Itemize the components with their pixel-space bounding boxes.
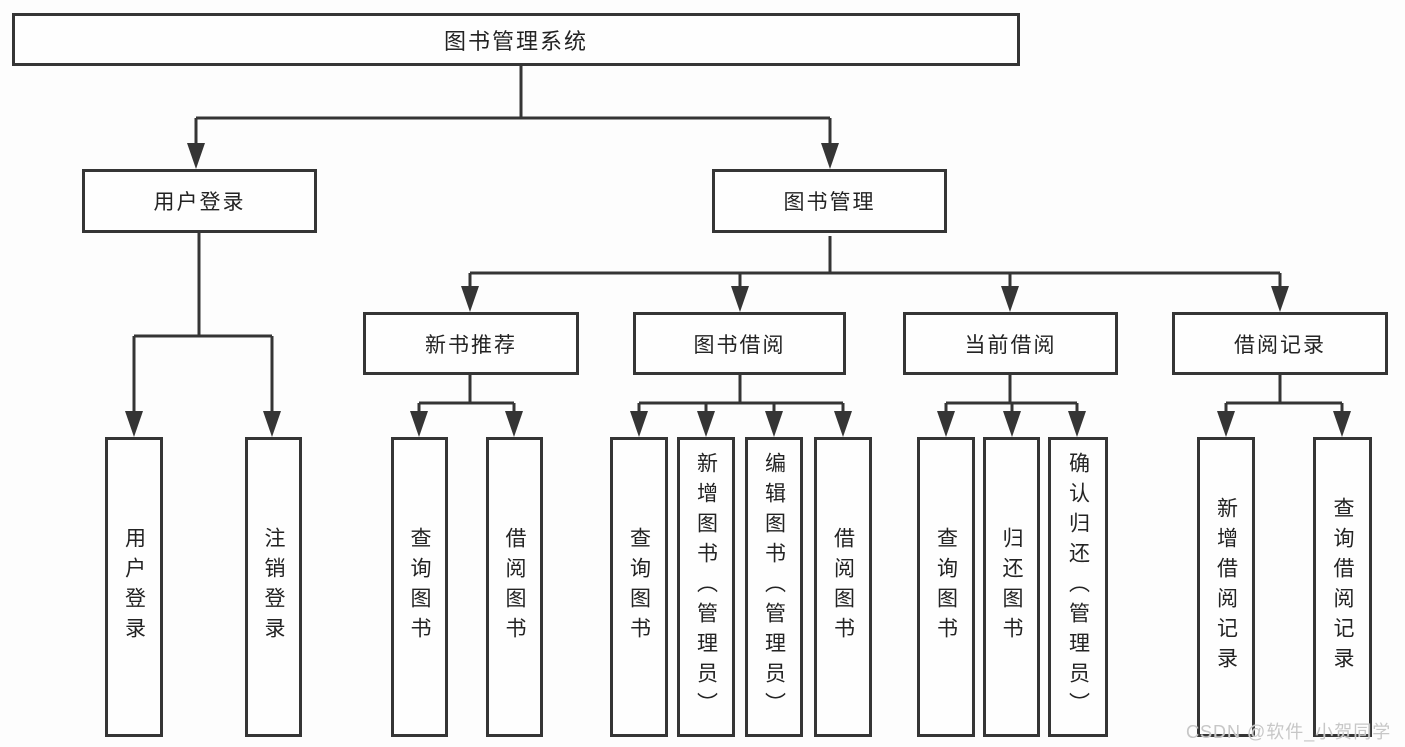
node-book-borrowing-label: 图书借阅 [693,333,786,357]
node-root-label: 图书管理系统 [443,28,588,54]
node-book-management-branch-label: 图书管理 [783,191,876,214]
leaf-borrow-borrow-books: 借阅图书 [814,437,872,737]
leaf-user-login: 用户登录 [105,437,163,737]
leaf-recommend-borrow-books-label: 借阅图书 [503,527,526,647]
node-user-login-branch: 用户登录 [82,169,317,233]
leaf-recommend-borrow-books: 借阅图书 [486,437,543,737]
leaf-recommend-query-books-label: 查询图书 [408,527,431,647]
leaf-records-add-borrow-record-label: 新增借阅记录 [1214,497,1238,677]
leaf-borrow-add-books-admin-label: 新增图书（管理员） [694,452,718,722]
node-current-borrowing: 当前借阅 [903,312,1118,375]
leaf-logout-label: 注销登录 [262,527,285,647]
node-user-login-branch-label: 用户登录 [153,191,246,214]
leaf-records-query-borrow-record-label: 查询借阅记录 [1331,497,1354,677]
leaf-borrow-add-books-admin: 新增图书（管理员） [677,437,735,737]
leaf-borrow-edit-books-admin: 编辑图书（管理员） [745,437,803,737]
leaf-borrow-query-books: 查询图书 [610,437,668,737]
leaf-borrow-query-books-label: 查询图书 [627,527,651,647]
node-borrowing-records: 借阅记录 [1172,312,1388,375]
leaf-logout: 注销登录 [245,437,302,737]
leaf-current-return-books: 归还图书 [983,437,1040,737]
node-book-management-branch: 图书管理 [712,169,947,233]
node-borrowing-records-label: 借阅记录 [1234,333,1326,357]
leaf-borrow-edit-books-admin-label: 编辑图书（管理员） [762,452,786,722]
leaf-current-return-books-label: 归还图书 [1000,527,1023,647]
leaf-records-query-borrow-record: 查询借阅记录 [1313,437,1372,737]
node-root-library-system: 图书管理系统 [12,13,1020,66]
leaf-recommend-query-books: 查询图书 [391,437,448,737]
leaf-borrow-borrow-books-label: 借阅图书 [831,527,855,647]
node-new-book-recommend-label: 新书推荐 [425,333,517,357]
node-book-borrowing: 图书借阅 [633,312,846,375]
leaf-records-add-borrow-record: 新增借阅记录 [1197,437,1255,737]
node-new-book-recommend: 新书推荐 [363,312,579,375]
node-current-borrowing-label: 当前借阅 [964,333,1057,357]
leaf-current-query-books-label: 查询图书 [934,527,958,647]
leaf-current-confirm-return-admin-label: 确认归还（管理员） [1066,452,1090,722]
leaf-current-confirm-return-admin: 确认归还（管理员） [1048,437,1108,737]
leaf-current-query-books: 查询图书 [917,437,975,737]
leaf-user-login-label: 用户登录 [122,527,146,647]
csdn-watermark: CSDN @软件_小贺同学 [1186,722,1392,742]
